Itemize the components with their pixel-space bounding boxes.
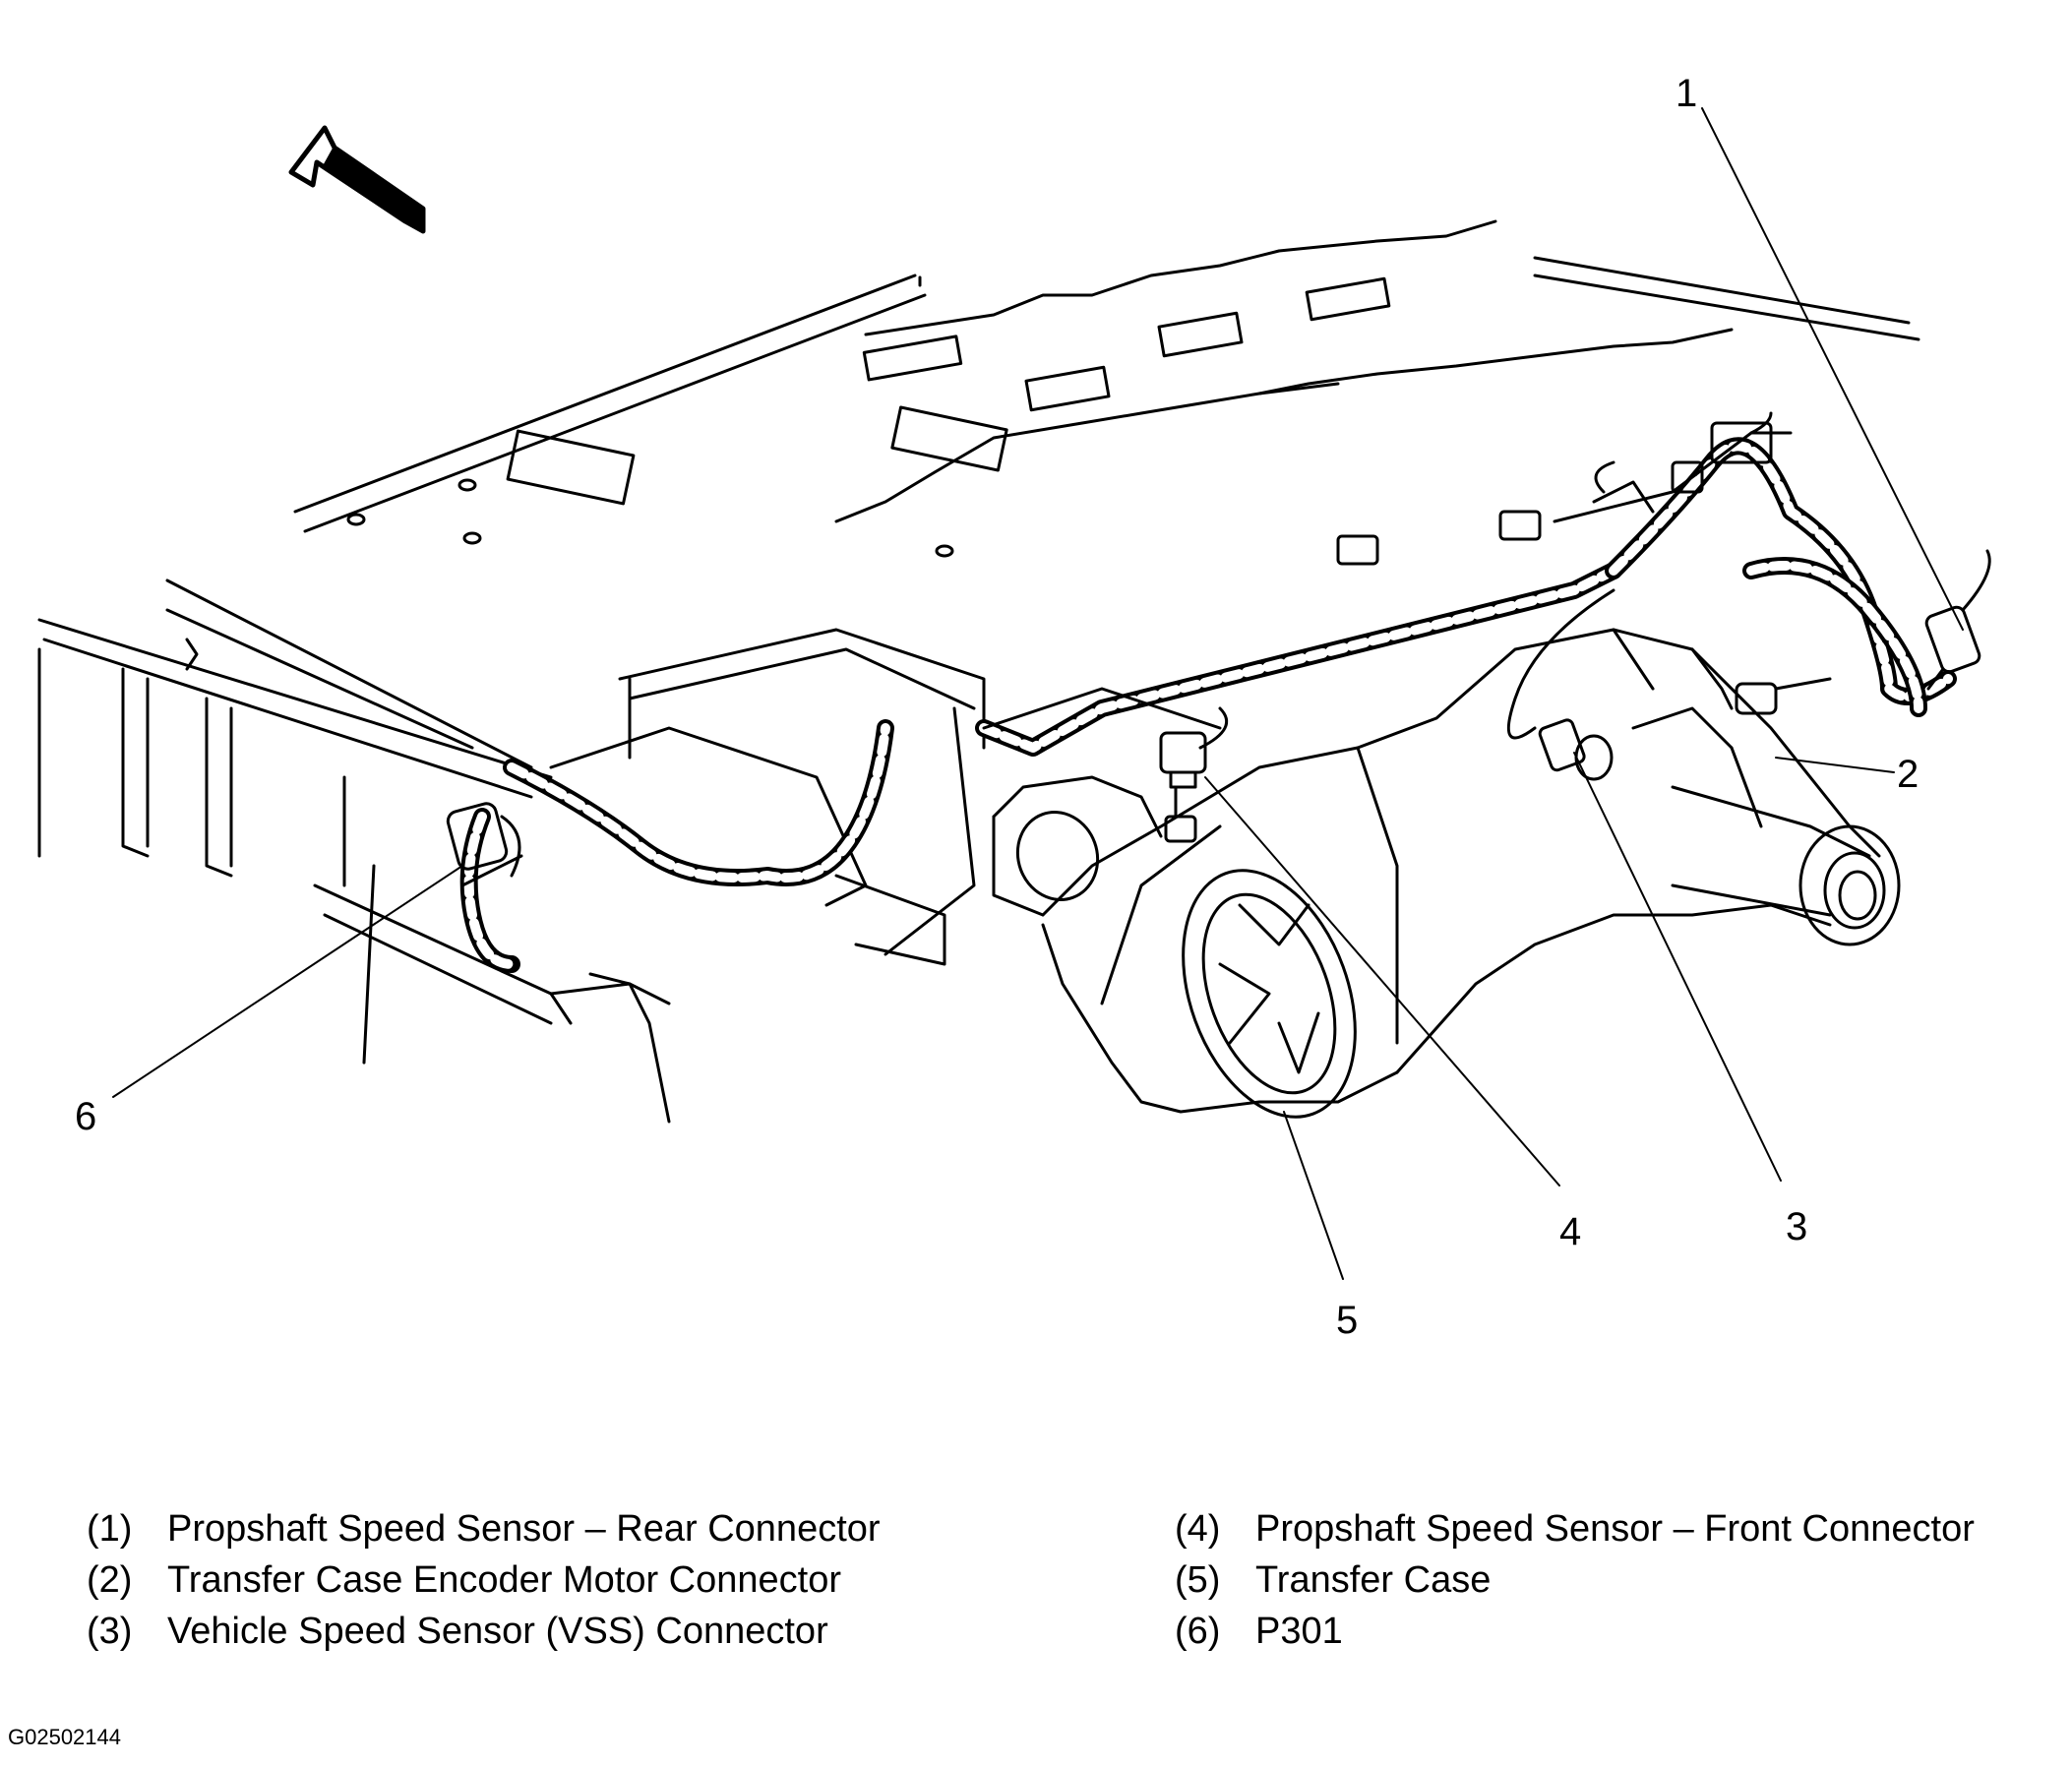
figure-id: G02502144 <box>8 1725 121 1749</box>
legend-number: (1) <box>87 1508 133 1550</box>
propshaft-rear-connector <box>1924 549 1991 691</box>
legend-item: (6) P301 <box>1175 1606 1975 1657</box>
front-direction-arrow-icon <box>288 125 426 234</box>
propshaft-front-connector <box>1159 706 1229 843</box>
vss-connector <box>1538 718 1614 781</box>
callout-6: 6 <box>75 1095 96 1138</box>
legend-text: Propshaft Speed Sensor – Rear Connector <box>167 1508 881 1550</box>
legend-number: (5) <box>1175 1559 1221 1601</box>
legend-right: (4) Propshaft Speed Sensor – Front Conne… <box>1175 1503 1975 1657</box>
transfer-case-wiring-diagram: 1 2 3 4 5 6 <box>37 72 1991 1342</box>
output-shaft <box>1671 785 1901 946</box>
callout-4: 4 <box>1559 1210 1581 1253</box>
legend-number: (6) <box>1175 1611 1221 1652</box>
harness-clips <box>1336 460 1704 566</box>
legend-text: Transfer Case Encoder Motor Connector <box>167 1559 842 1601</box>
connector-p301 <box>446 802 523 887</box>
callout-1: 1 <box>1676 72 1697 115</box>
legend-item: (1) Propshaft Speed Sensor – Rear Connec… <box>87 1503 881 1554</box>
legend-number: (2) <box>87 1559 133 1601</box>
encoder-motor-connector <box>1735 677 1832 715</box>
crossmember <box>549 628 986 966</box>
legend-item: (5) Transfer Case <box>1175 1554 1975 1606</box>
callout-2: 2 <box>1897 753 1919 796</box>
legend-text: Transfer Case <box>1255 1559 1492 1601</box>
legend-number: (3) <box>87 1611 133 1652</box>
legend-text: P301 <box>1255 1611 1343 1652</box>
floor-pan <box>293 219 1920 558</box>
legend-item: (4) Propshaft Speed Sensor – Front Conne… <box>1175 1503 1975 1554</box>
callout-3: 3 <box>1786 1205 1807 1248</box>
leader-lines <box>112 107 1964 1280</box>
wiring-harness <box>459 411 1957 973</box>
legend-item: (3) Vehicle Speed Sensor (VSS) Connector <box>87 1606 881 1657</box>
callout-5: 5 <box>1336 1299 1358 1342</box>
legend-left: (1) Propshaft Speed Sensor – Rear Connec… <box>87 1503 881 1657</box>
legend-item: (2) Transfer Case Encoder Motor Connecto… <box>87 1554 881 1606</box>
legend-text: Propshaft Speed Sensor – Front Connector <box>1255 1508 1975 1550</box>
legend-number: (4) <box>1175 1508 1221 1550</box>
frame-rail <box>37 579 671 1124</box>
transfer-case-body <box>992 628 1881 1119</box>
legend-text: Vehicle Speed Sensor (VSS) Connector <box>167 1611 828 1652</box>
